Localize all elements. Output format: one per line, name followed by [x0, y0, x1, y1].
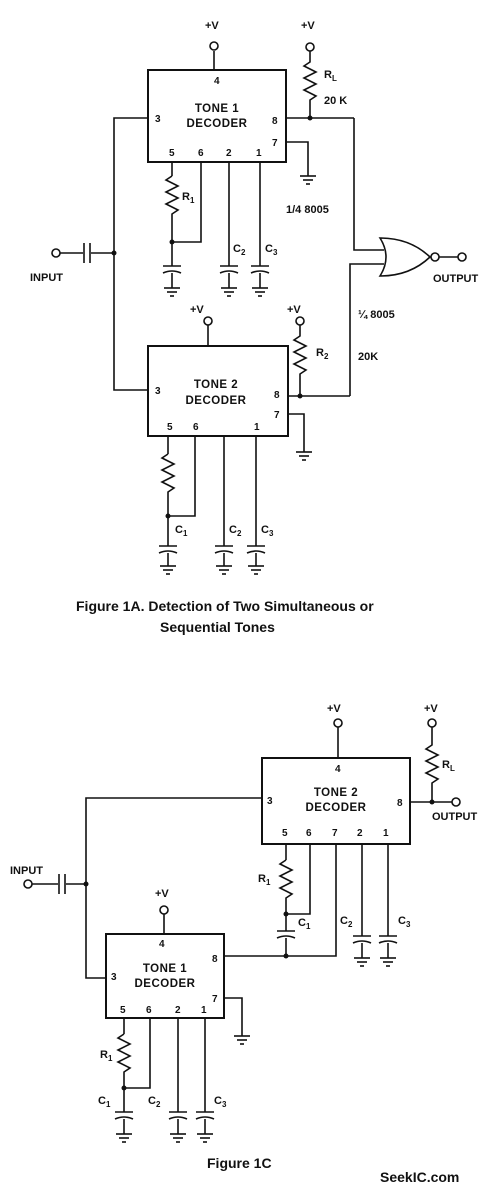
tone1-decoder-box — [105, 933, 225, 1019]
supply-label: +V — [205, 20, 219, 32]
tone1-decoder-line1: TONE 1 — [143, 963, 187, 975]
pin-label: 2 — [357, 828, 363, 839]
tone1-decoder-line1: TONE 1 — [195, 103, 239, 115]
figure-1c-caption: Figure 1C — [207, 1155, 272, 1171]
tone1-decoder-box — [147, 69, 287, 163]
pin-label: 1 — [383, 828, 389, 839]
rl-label: RL — [324, 69, 337, 83]
tone1-decoder-line2: DECODER — [134, 978, 195, 990]
rl-label: RL — [442, 759, 455, 773]
tone2-decoder-line2: DECODER — [185, 395, 246, 407]
c2-label: C2 — [233, 243, 246, 257]
c3-label: C3 — [398, 915, 411, 929]
pin-label: 6 — [306, 828, 312, 839]
tone2-decoder-line1: TONE 2 — [194, 379, 238, 391]
pin-label: 3 — [155, 386, 161, 397]
input-label: INPUT — [30, 272, 63, 284]
input-label: INPUT — [10, 865, 43, 877]
supply-label: +V — [301, 20, 315, 32]
pin-label: 4 — [335, 764, 341, 775]
c3-label: C3 — [261, 524, 274, 538]
tone2-decoder-line1: TONE 2 — [314, 787, 358, 799]
pin-label: 3 — [155, 114, 161, 125]
output-label: OUTPUT — [433, 273, 479, 285]
c2-label: C2 — [229, 524, 242, 538]
pin-label: 5 — [282, 828, 288, 839]
c2-label: C2 — [340, 915, 353, 929]
pin-label: 3 — [267, 796, 273, 807]
tone2-decoder-line2: DECODER — [305, 802, 366, 814]
r1-label: R1 — [182, 191, 195, 205]
pin-label: 5 — [167, 422, 173, 433]
supply-label: +V — [155, 888, 169, 900]
pin-label: 2 — [175, 1005, 181, 1016]
supply-label: +V — [424, 703, 438, 715]
pin-label: 7 — [272, 138, 278, 149]
gate-label-top: 1/4 8005 — [286, 204, 329, 216]
pin-label: 8 — [272, 116, 278, 127]
c1-label: C1 — [98, 1095, 111, 1109]
nor-gate — [378, 237, 432, 277]
c3-label: C3 — [214, 1095, 227, 1109]
pin-label: 8 — [212, 954, 218, 965]
pin-label: 3 — [111, 972, 117, 983]
supply-label: +V — [287, 304, 301, 316]
supply-label: +V — [190, 304, 204, 316]
tone2-decoder-box — [261, 757, 411, 845]
tone2-decoder-box — [147, 345, 289, 437]
r2-label: R2 — [316, 347, 329, 361]
figure-1a-caption-line2: Sequential Tones — [160, 619, 275, 635]
figure-1a: TONE 1 DECODER 4 3 8 7 5 6 2 1 +V +V RL … — [30, 20, 479, 635]
rl-value: 20 K — [324, 95, 347, 107]
pin-label: 6 — [198, 148, 204, 159]
gate-label-bottom: ¼ 8005 — [358, 309, 395, 321]
pin-label: 6 — [146, 1005, 152, 1016]
pin-label: 4 — [214, 76, 220, 87]
pin-label: 1 — [256, 148, 262, 159]
supply-label: +V — [327, 703, 341, 715]
pin-label: 2 — [226, 148, 232, 159]
tone1-decoder-line2: DECODER — [186, 118, 247, 130]
r1-label: R1 — [258, 873, 271, 887]
pin-label: 6 — [193, 422, 199, 433]
pin-label: 8 — [274, 390, 280, 401]
figure-1c: TONE 2 DECODER 4 3 8 5 6 7 2 1 +V +V RL … — [10, 703, 478, 1171]
pin-label: 5 — [120, 1005, 126, 1016]
pin-label: 7 — [332, 828, 338, 839]
pin-label: 5 — [169, 148, 175, 159]
pin-label: 8 — [397, 798, 403, 809]
c1-label: C1 — [298, 917, 311, 931]
c2-label: C2 — [148, 1095, 161, 1109]
pin-label: 1 — [201, 1005, 207, 1016]
pin-label: 4 — [159, 939, 165, 950]
pin-label: 7 — [212, 994, 218, 1005]
pin-label: 7 — [274, 410, 280, 421]
figure-1a-caption-line1: Figure 1A. Detection of Two Simultaneous… — [76, 598, 374, 614]
pin-label: 1 — [254, 422, 260, 433]
r2-value: 20K — [358, 351, 378, 363]
r1-label: R1 — [100, 1049, 113, 1063]
c1-label: C1 — [175, 524, 188, 538]
watermark: SeekIC.com — [380, 1169, 459, 1185]
output-label: OUTPUT — [432, 811, 478, 823]
c3-label: C3 — [265, 243, 278, 257]
